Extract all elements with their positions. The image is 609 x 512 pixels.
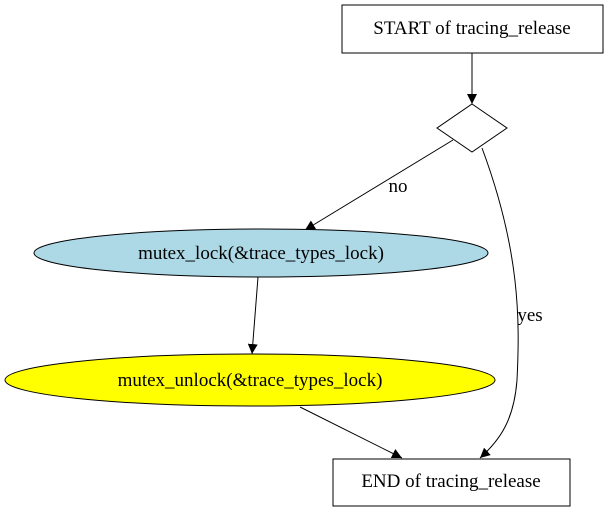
end-node-label: END of tracing_release <box>361 471 540 492</box>
end-node: END of tracing_release <box>332 458 571 507</box>
edge-yes-label: yes <box>517 305 542 326</box>
unlock-node-label: mutex_unlock(&trace_types_lock) <box>118 370 383 391</box>
edge-unlock-to-end <box>299 406 403 459</box>
start-node: START of tracing_release <box>341 4 604 54</box>
edge-decision-to-lock <box>304 139 454 231</box>
edge-no-label: no <box>389 176 408 197</box>
start-node-label: START of tracing_release <box>373 18 570 39</box>
edge-lock-to-unlock <box>247 276 259 355</box>
decision-node <box>436 103 508 153</box>
lock-node: mutex_lock(&trace_types_lock) <box>33 228 489 278</box>
lock-node-label: mutex_lock(&trace_types_lock) <box>138 243 384 264</box>
edge-decision-to-end <box>479 147 519 459</box>
unlock-node: mutex_unlock(&trace_types_lock) <box>4 353 496 407</box>
